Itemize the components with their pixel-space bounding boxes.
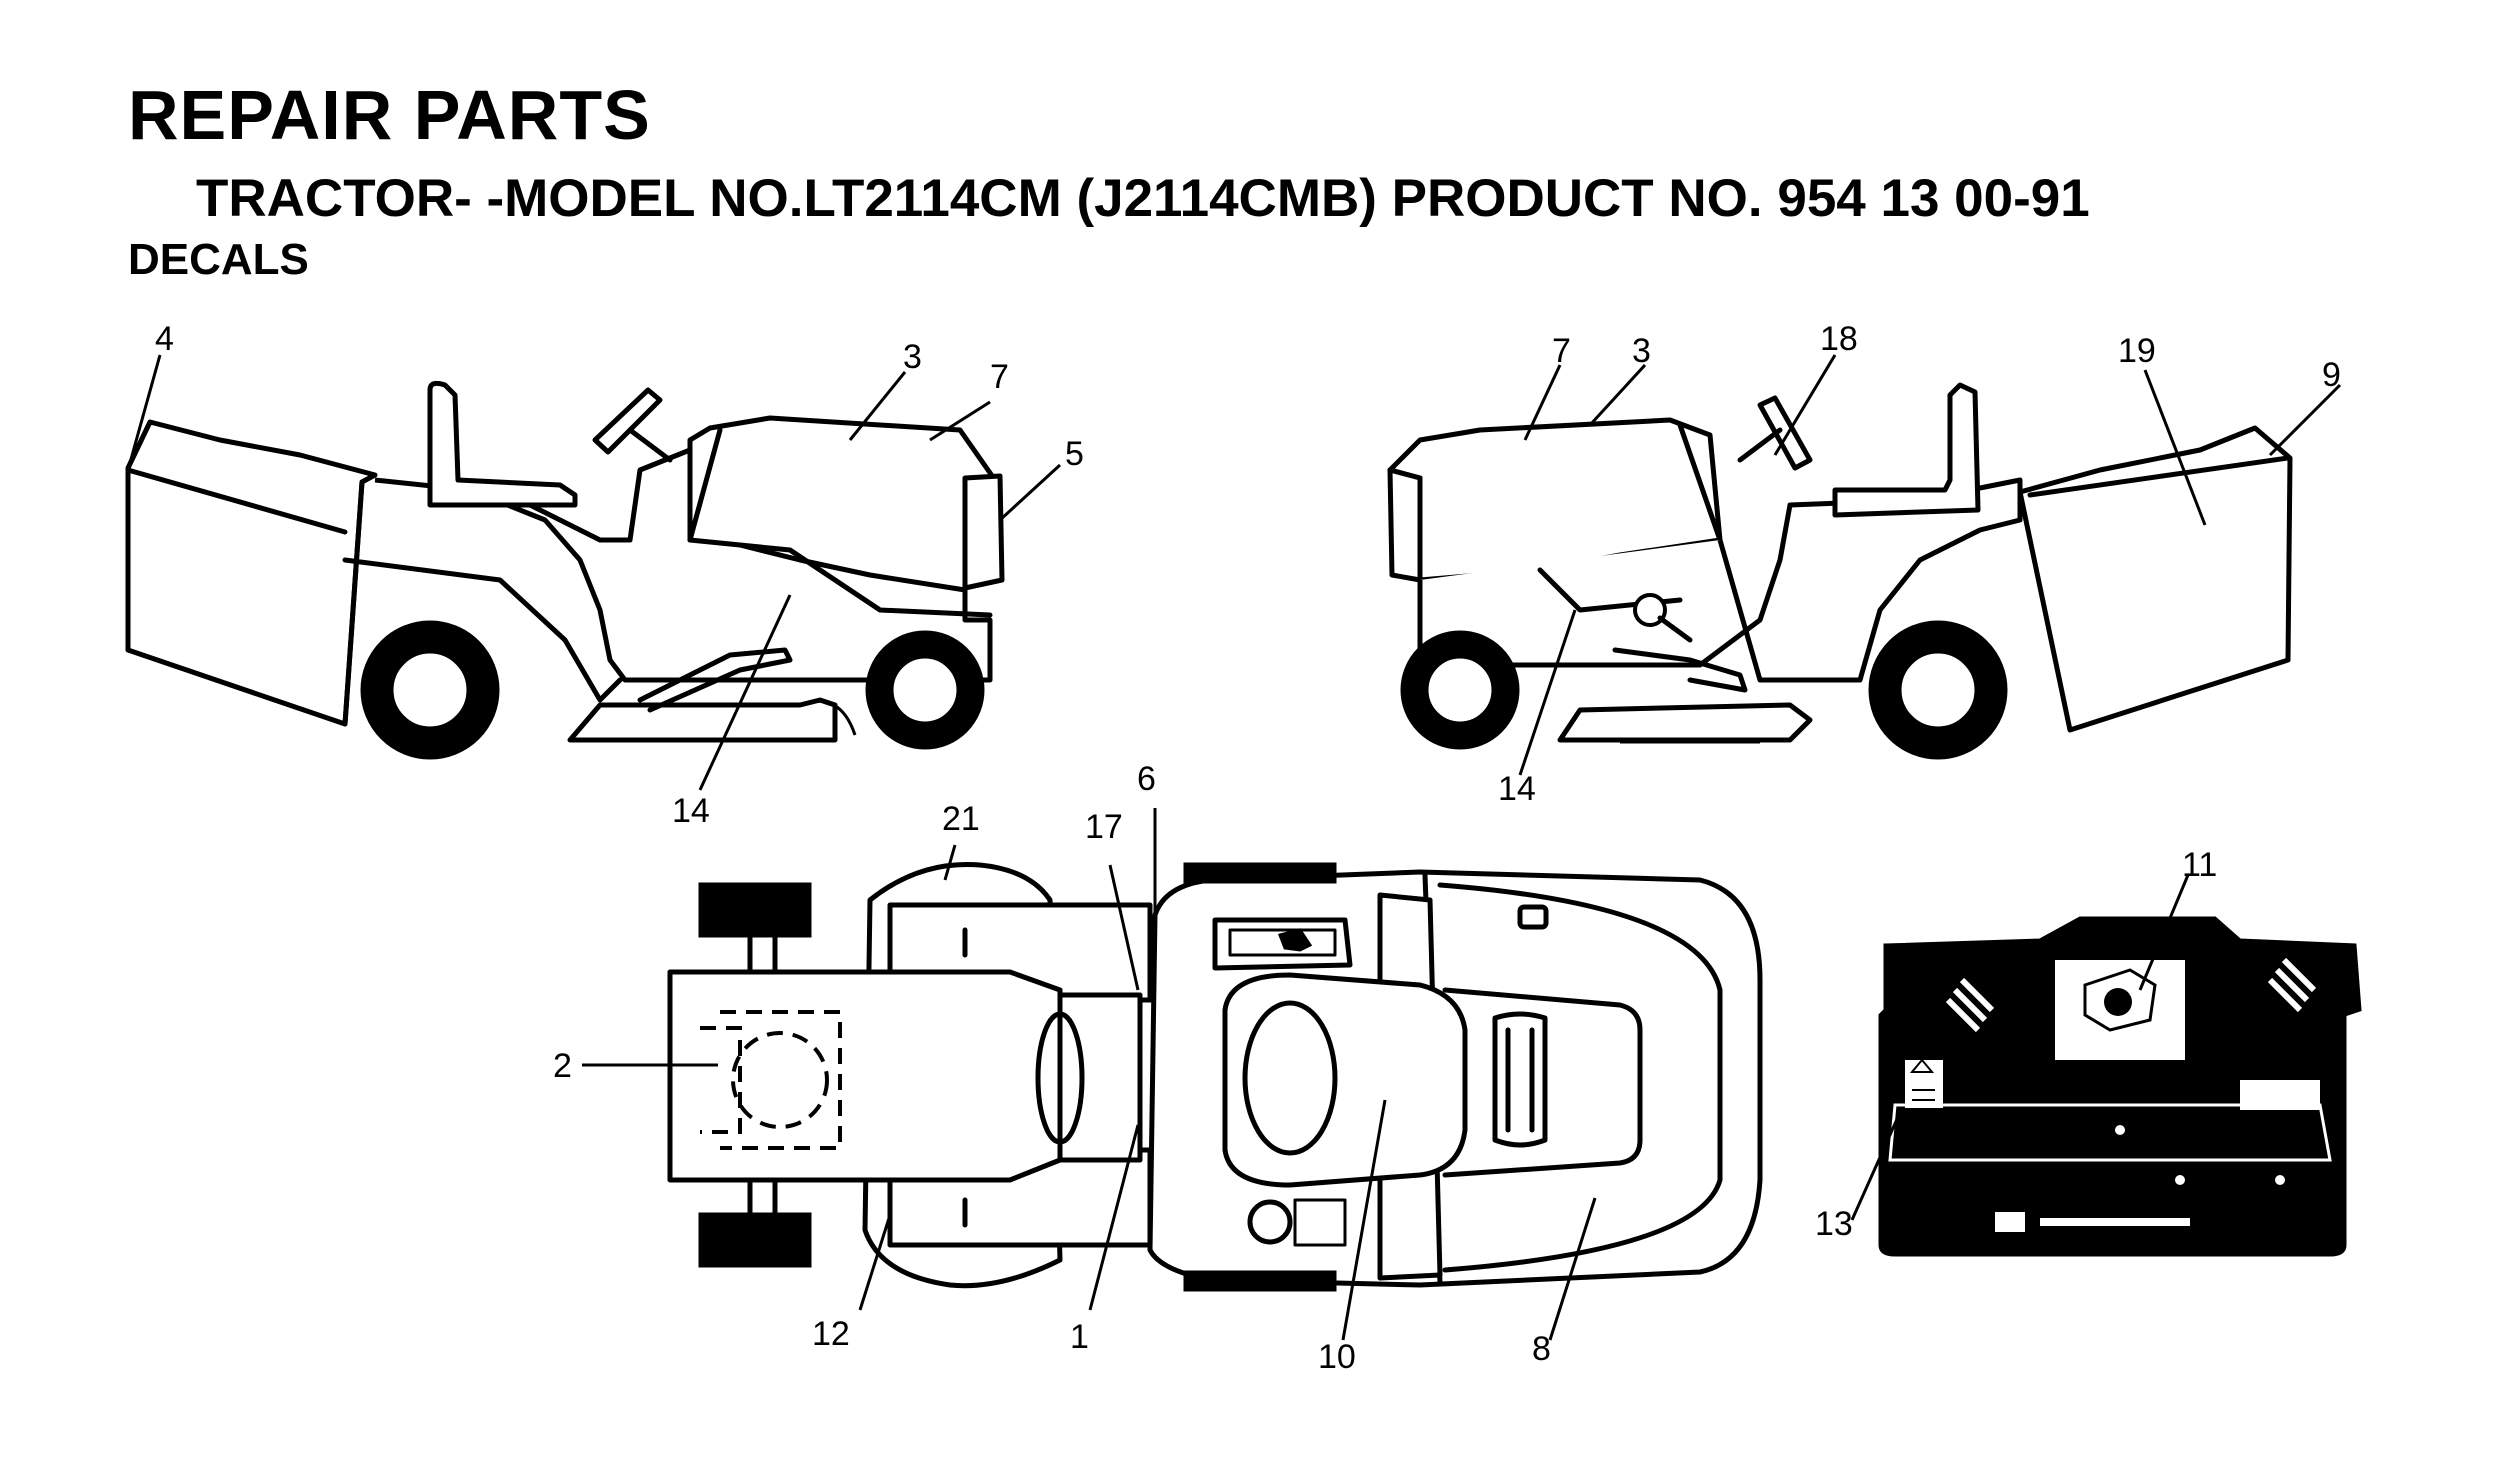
callout-5: 5 — [1065, 435, 1084, 473]
callout-9: 9 — [2322, 356, 2341, 394]
section-title: DECALS — [128, 235, 309, 284]
callout-19: 19 — [2118, 332, 2156, 370]
callout-17: 17 — [1085, 808, 1123, 846]
callout-21: 21 — [942, 800, 980, 838]
tractor-top-view — [667, 861, 1763, 1292]
callout-leaders — [126, 354, 2342, 1341]
callout-10: 10 — [1318, 1338, 1356, 1376]
callout-14-left: 14 — [672, 792, 710, 830]
callout-12: 12 — [812, 1315, 850, 1353]
callout-14-right: 14 — [1498, 770, 1536, 808]
callout-4: 4 — [155, 320, 174, 358]
callout-3-left: 3 — [903, 338, 922, 376]
callout-11: 11 — [2182, 846, 2217, 884]
tractor-left-side-view — [125, 380, 1005, 760]
callout-13: 13 — [1815, 1205, 1853, 1243]
callout-18: 18 — [1820, 320, 1858, 358]
tractor-rear-panel-view — [1878, 916, 2362, 1257]
callout-3-right: 3 — [1632, 332, 1651, 370]
callout-8: 8 — [1532, 1330, 1551, 1368]
callout-1: 1 — [1070, 1318, 1089, 1356]
tractor-right-side-view — [1387, 382, 2293, 760]
callout-6: 6 — [1137, 760, 1156, 798]
callout-labels: 4 3 7 5 14 7 3 18 19 9 14 21 17 6 2 11 1… — [155, 320, 2341, 1376]
callout-7-left: 7 — [990, 358, 1009, 396]
page-subtitle: TRACTOR- -MODEL NO.LT2114CM (J2114CMB) P… — [196, 169, 2090, 228]
callout-2: 2 — [553, 1047, 572, 1085]
page-title: REPAIR PARTS — [128, 76, 651, 154]
callout-7-right: 7 — [1552, 332, 1571, 370]
